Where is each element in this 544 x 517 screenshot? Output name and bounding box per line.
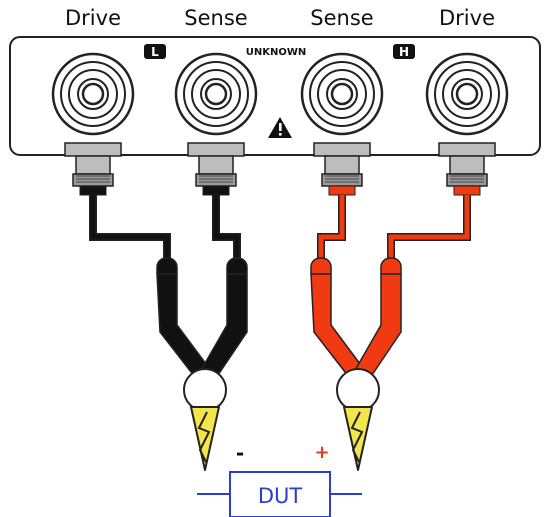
kelvin-clip-low xyxy=(156,257,248,471)
bnc-connector-sense-high xyxy=(313,142,371,196)
unknown-label: UNKNOWN xyxy=(246,47,307,58)
bnc-connector-drive-high xyxy=(438,142,496,196)
instrument-panel xyxy=(9,36,541,156)
low-badge-text: L xyxy=(151,45,159,59)
polarity-minus-sign: - xyxy=(236,441,244,465)
terminal-label-sense-high: Sense xyxy=(310,6,374,30)
dut-label: DUT xyxy=(258,484,303,508)
jack-sense-low xyxy=(174,52,258,136)
terminal-label-sense-low: Sense xyxy=(184,6,248,30)
jack-sense-high xyxy=(300,52,384,136)
low-badge: L xyxy=(144,44,166,59)
dut-symbol: DUT xyxy=(197,471,362,517)
lead-wires-low xyxy=(89,195,241,262)
bnc-connector-drive-low xyxy=(64,142,122,196)
bnc-connector-sense-low xyxy=(187,142,245,196)
terminal-label-drive-low: Drive xyxy=(65,6,121,30)
warning-triangle-icon xyxy=(268,117,292,138)
high-badge: H xyxy=(393,44,415,59)
high-badge-text: H xyxy=(399,45,409,59)
polarity-plus-sign: + xyxy=(314,442,329,463)
jack-drive-high xyxy=(425,52,509,136)
kelvin-clip-high xyxy=(310,257,402,471)
terminal-label-drive-high: Drive xyxy=(439,6,495,30)
jack-drive-low xyxy=(51,52,135,136)
lead-wires-high xyxy=(317,195,471,262)
